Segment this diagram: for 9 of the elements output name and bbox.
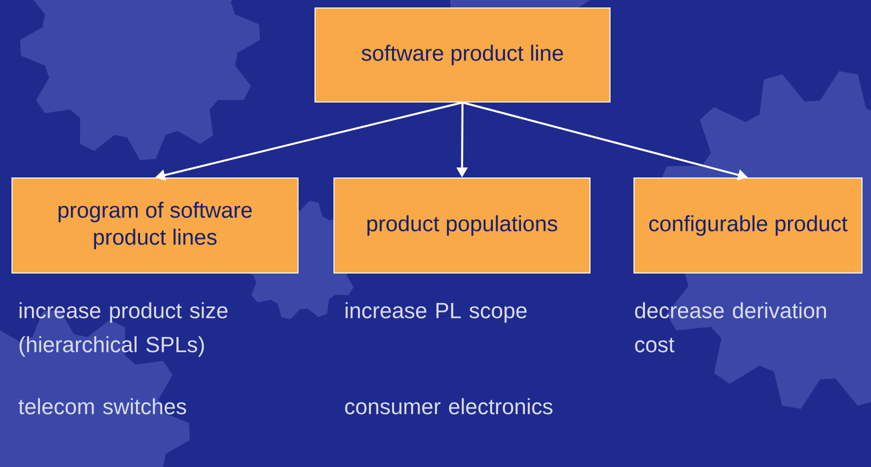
- process-box: configurable product: [634, 178, 862, 274]
- label-text: decrease derivation cost: [635, 302, 826, 352]
- process-box: product populations: [334, 178, 590, 274]
- label-text: increase PL scope: [346, 302, 527, 323]
- process-box: program of software product lines: [12, 178, 298, 274]
- label-text: increase product size (hierarchical SPLs): [20, 302, 228, 357]
- process-box: software product line: [314, 8, 610, 102]
- label-text: telecom switches: [18, 398, 186, 414]
- label-text: consumer electronics: [345, 398, 552, 414]
